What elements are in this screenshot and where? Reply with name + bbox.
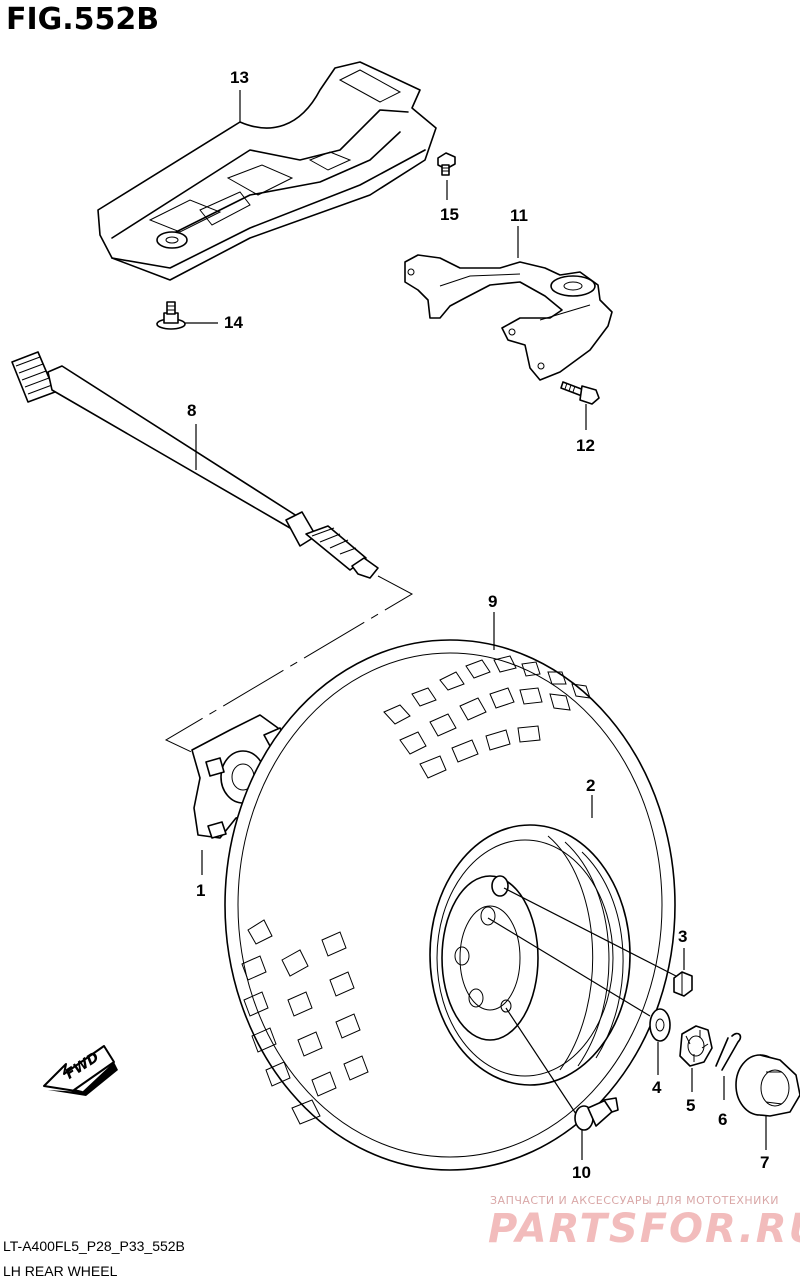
callout-14: 14 [224, 313, 243, 332]
callout-10: 10 [572, 1163, 591, 1182]
callout-3: 3 [678, 927, 688, 946]
fwd-arrow-icon [43, 1045, 118, 1096]
part-15-bolt[interactable] [437, 152, 456, 176]
watermark-tagline: ЗАПЧАСТИ И АКСЕССУАРЫ ДЛЯ МОТОТЕХНИКИ [490, 1194, 779, 1207]
part-8-axle-shaft[interactable] [11, 351, 379, 579]
part-13-skid-plate[interactable] [97, 61, 437, 281]
figure-title: FIG.552B [6, 2, 160, 37]
part-1-hub[interactable] [191, 714, 291, 839]
callout-12: 12 [576, 436, 595, 455]
callout-11: 11 [510, 206, 528, 225]
callout-5: 5 [686, 1096, 696, 1115]
callout-7: 7 [760, 1153, 770, 1172]
callout-6: 6 [718, 1110, 728, 1129]
part-2-rim[interactable] [429, 824, 631, 1086]
leader-4 [487, 917, 651, 1017]
diagram-code: LT-A400FL5_P28_P33_552B [3, 1238, 185, 1254]
diagram-name: LH REAR WHEEL [3, 1263, 118, 1279]
part-3-nut[interactable] [673, 971, 693, 997]
assembly-line [164, 575, 414, 757]
part-12-bolt[interactable] [560, 381, 600, 405]
callout-1: 1 [196, 881, 206, 900]
callout-13: 13 [230, 68, 249, 87]
part-10-valve[interactable] [574, 1097, 619, 1131]
part-5-castle-nut[interactable] [679, 1025, 713, 1067]
part-6-cotter-pin[interactable] [715, 1032, 742, 1071]
part-4-washer[interactable] [649, 1008, 671, 1042]
part-14-bolt[interactable] [156, 301, 186, 330]
callout-2: 2 [586, 776, 596, 795]
part-7-cap[interactable] [735, 1054, 800, 1117]
callout-15: 15 [440, 205, 459, 224]
part-11-bracket[interactable] [404, 254, 613, 381]
leader-3 [503, 887, 677, 977]
watermark-logo: PARTSFOR.RU [488, 1206, 800, 1252]
leader-10 [505, 1007, 581, 1121]
callout-4: 4 [652, 1078, 662, 1097]
callout-9: 9 [488, 592, 498, 611]
callout-8: 8 [187, 401, 197, 420]
